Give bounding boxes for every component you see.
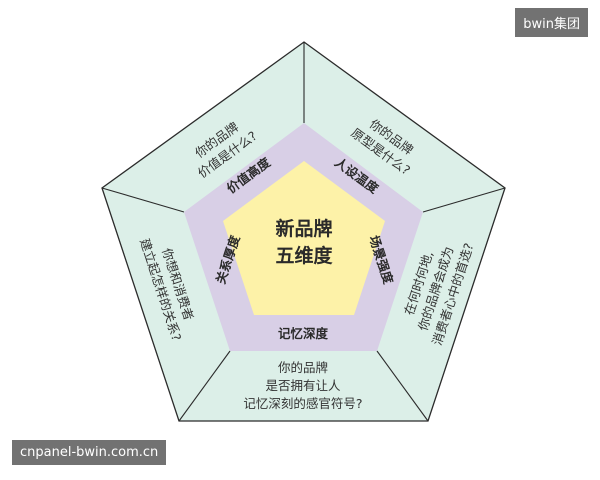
- question-memory-line3: 记忆深刻的感官符号?: [243, 396, 362, 411]
- center-title-line2: 五维度: [275, 244, 333, 267]
- question-memory-line2: 是否拥有让人: [265, 378, 341, 393]
- divider-bottom-right: [376, 350, 429, 422]
- question-memory-line1: 你的品牌: [278, 360, 328, 375]
- divider-right: [422, 187, 506, 213]
- center-title-line1: 新品牌: [275, 217, 332, 240]
- divider-left: [101, 187, 185, 213]
- watermark-top-right: bwin集团: [515, 8, 588, 37]
- question-memory: 你的品牌 是否拥有让人 记忆深刻的感官符号?: [243, 360, 362, 411]
- segment-dividers: [101, 42, 506, 422]
- watermark-bottom-left: cnpanel-bwin.com.cn: [12, 440, 167, 465]
- divider-bottom-left: [178, 350, 231, 422]
- dimension-label-memory: 记忆深度: [278, 326, 329, 341]
- inner-pentagon: [223, 161, 385, 315]
